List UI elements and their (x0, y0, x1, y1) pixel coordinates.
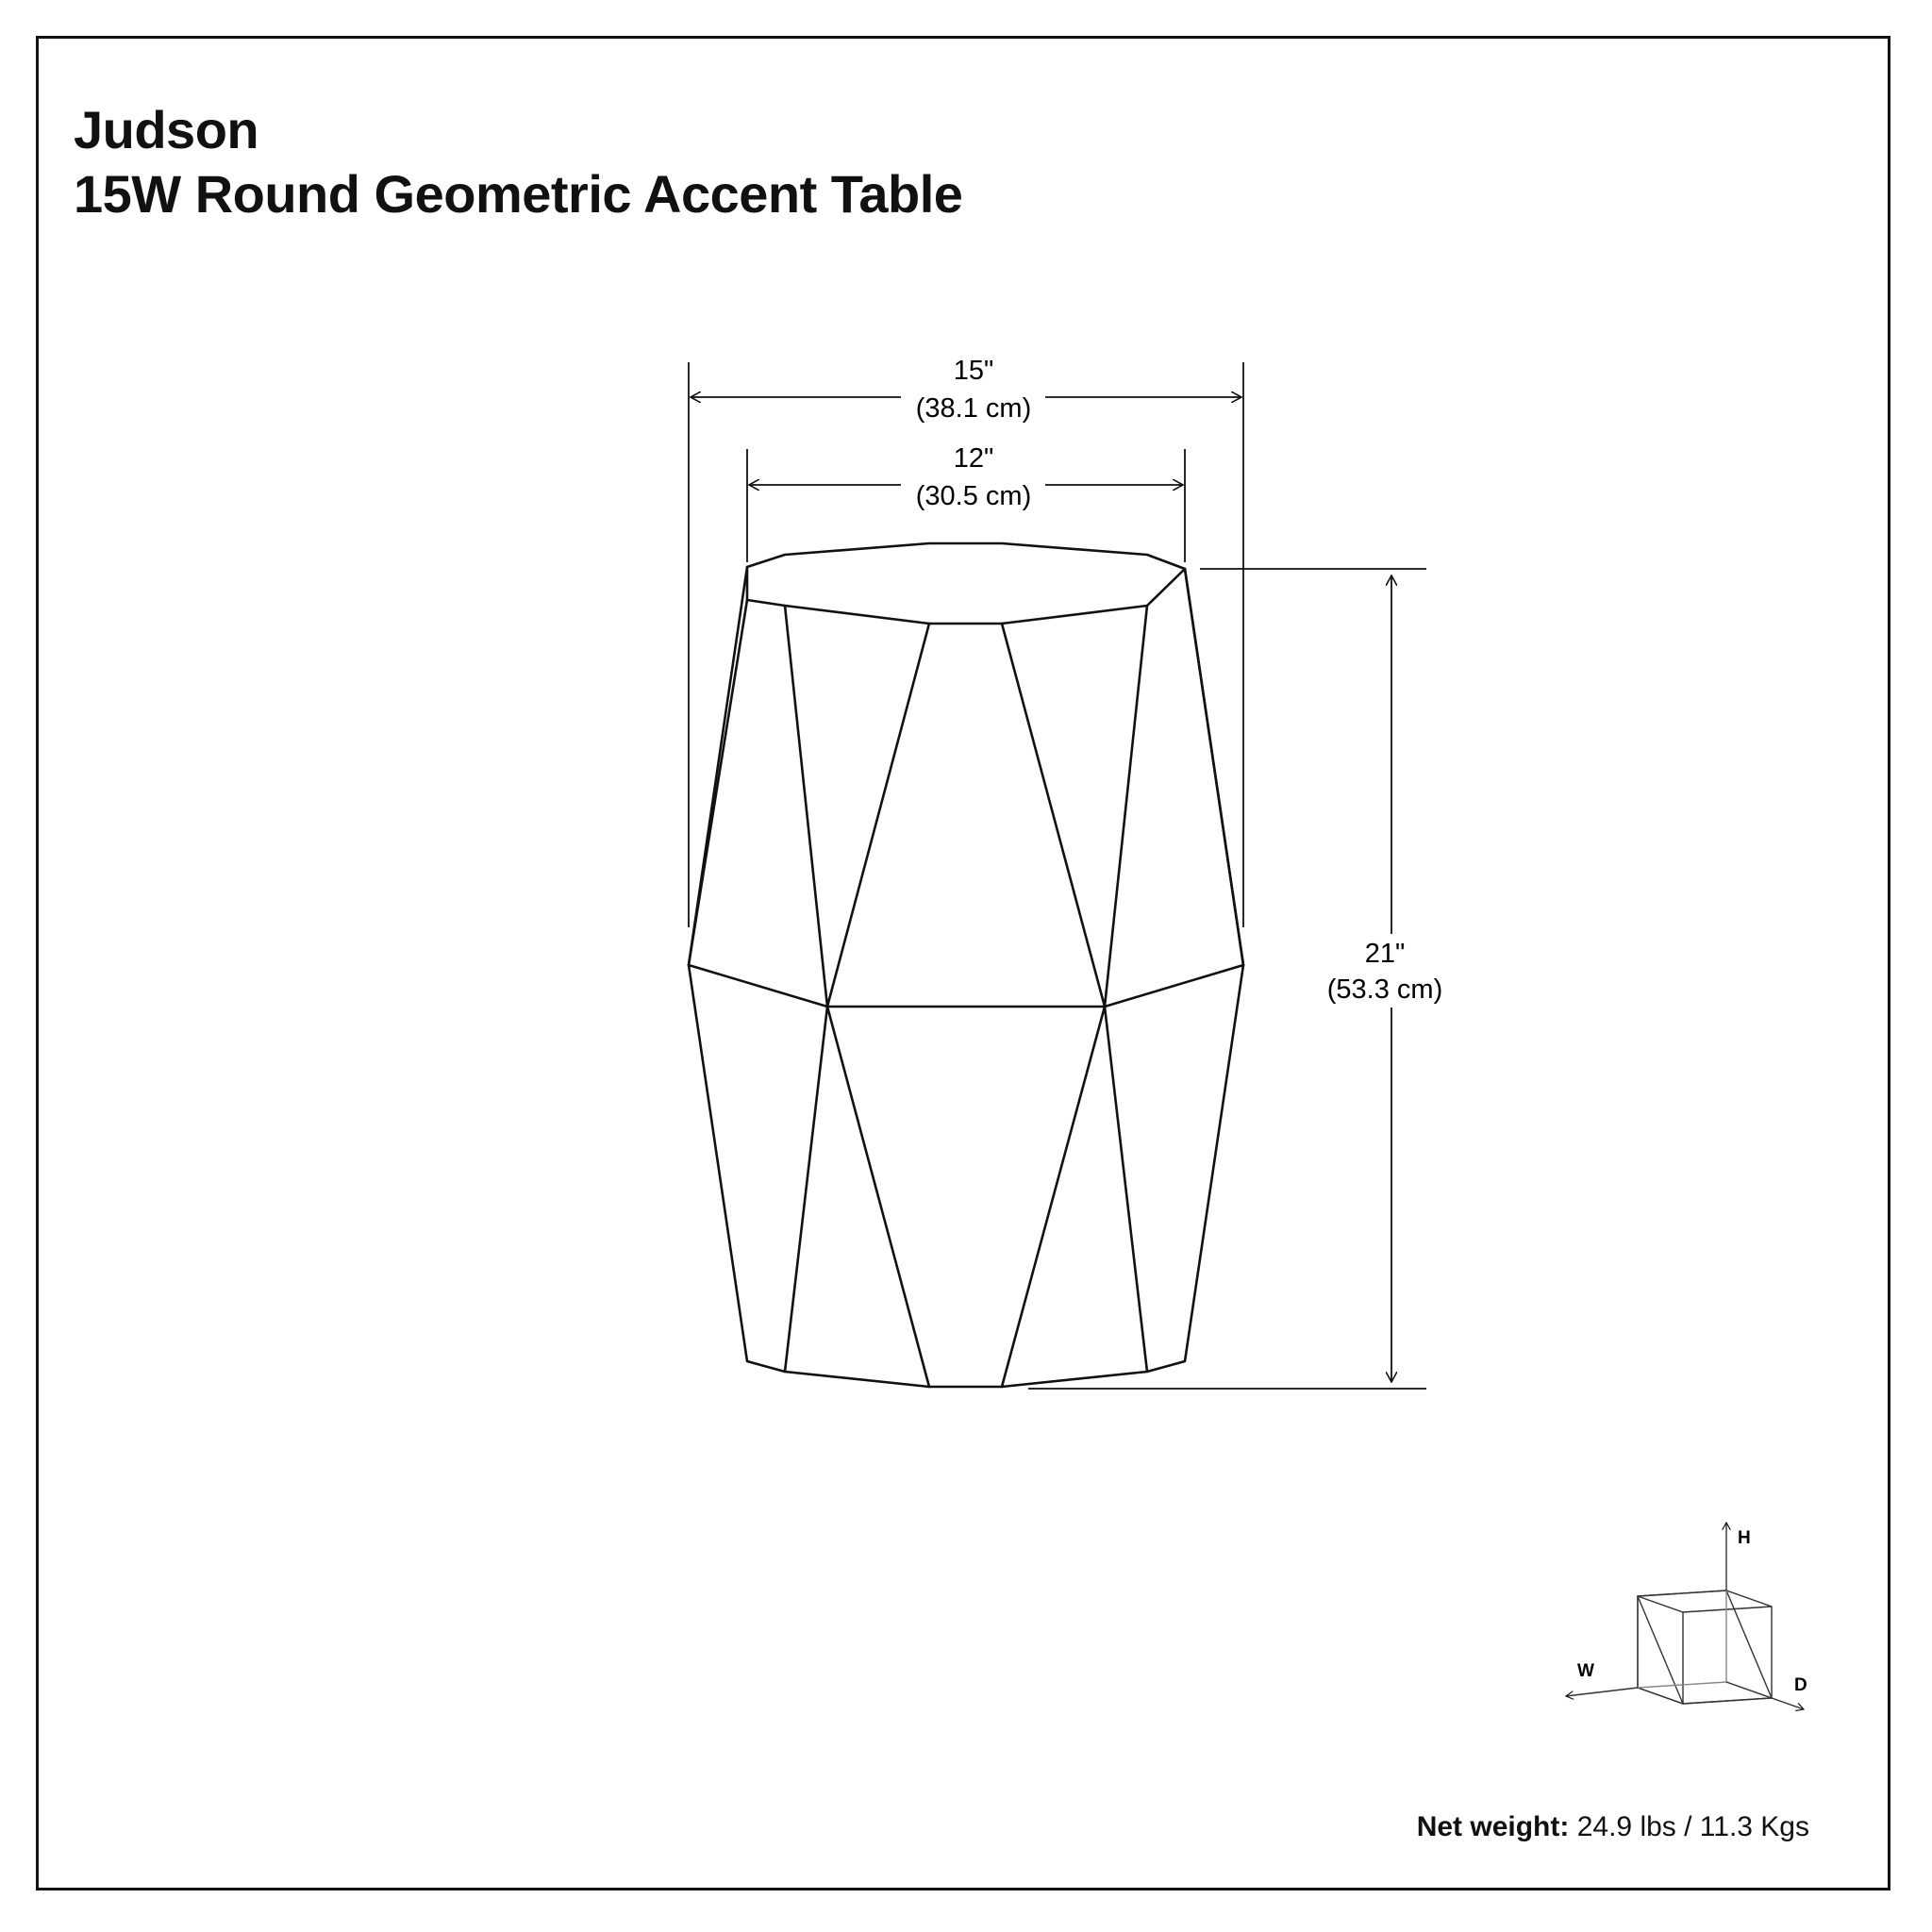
table-top-face (745, 541, 1187, 625)
upper-facet-left (783, 604, 931, 1008)
cube-edge (1682, 1606, 1773, 1613)
axis-label-h: H (1738, 1528, 1751, 1548)
axis-label-w: W (1577, 1661, 1594, 1681)
net-weight-label: Net weight: (1416, 1811, 1570, 1842)
axis-label-d: D (1794, 1675, 1807, 1695)
w-axis-arrow (1566, 1687, 1639, 1696)
product-subtitle: 15W Round Geometric Accent Table (74, 164, 963, 224)
axes-cube-icon (1566, 1523, 1804, 1709)
height-dimension (1028, 568, 1426, 1390)
lower-facet-right (1000, 1005, 1149, 1389)
top-dimension (746, 449, 1186, 562)
cube-hidden-edge (1637, 1681, 1727, 1689)
cube-edge (1637, 1595, 1684, 1613)
upper-facet-right (1000, 604, 1149, 1008)
product-title: Judson 15W Round Geometric Accent Table (74, 98, 963, 226)
top-label-cm: (30.5 cm) (916, 481, 1031, 511)
net-weight-value: 24.9 lbs / 11.3 Kgs (1576, 1811, 1809, 1842)
product-name: Judson (74, 100, 259, 159)
width-dimension (688, 362, 1244, 927)
table-left-silhouette (687, 565, 1245, 1389)
width-label-in: 15" (954, 356, 994, 386)
border-frame (36, 36, 1890, 1890)
table-outline (687, 541, 1245, 1389)
d-axis-arrow (1725, 1681, 1804, 1709)
width-label-cm: (38.1 cm) (916, 393, 1031, 424)
height-label-cm: (53.3 cm) (1327, 974, 1442, 1005)
table-right-inner-edge (1183, 567, 1245, 967)
height-label-in: 21" (1365, 939, 1406, 969)
top-label-in: 12" (954, 443, 994, 474)
lower-facet-left (783, 1005, 931, 1389)
net-weight: Net weight: 24.9 lbs / 11.3 Kgs (1417, 1811, 1809, 1843)
waist-line (687, 963, 1245, 1008)
table-left-inner-edge (687, 598, 749, 967)
